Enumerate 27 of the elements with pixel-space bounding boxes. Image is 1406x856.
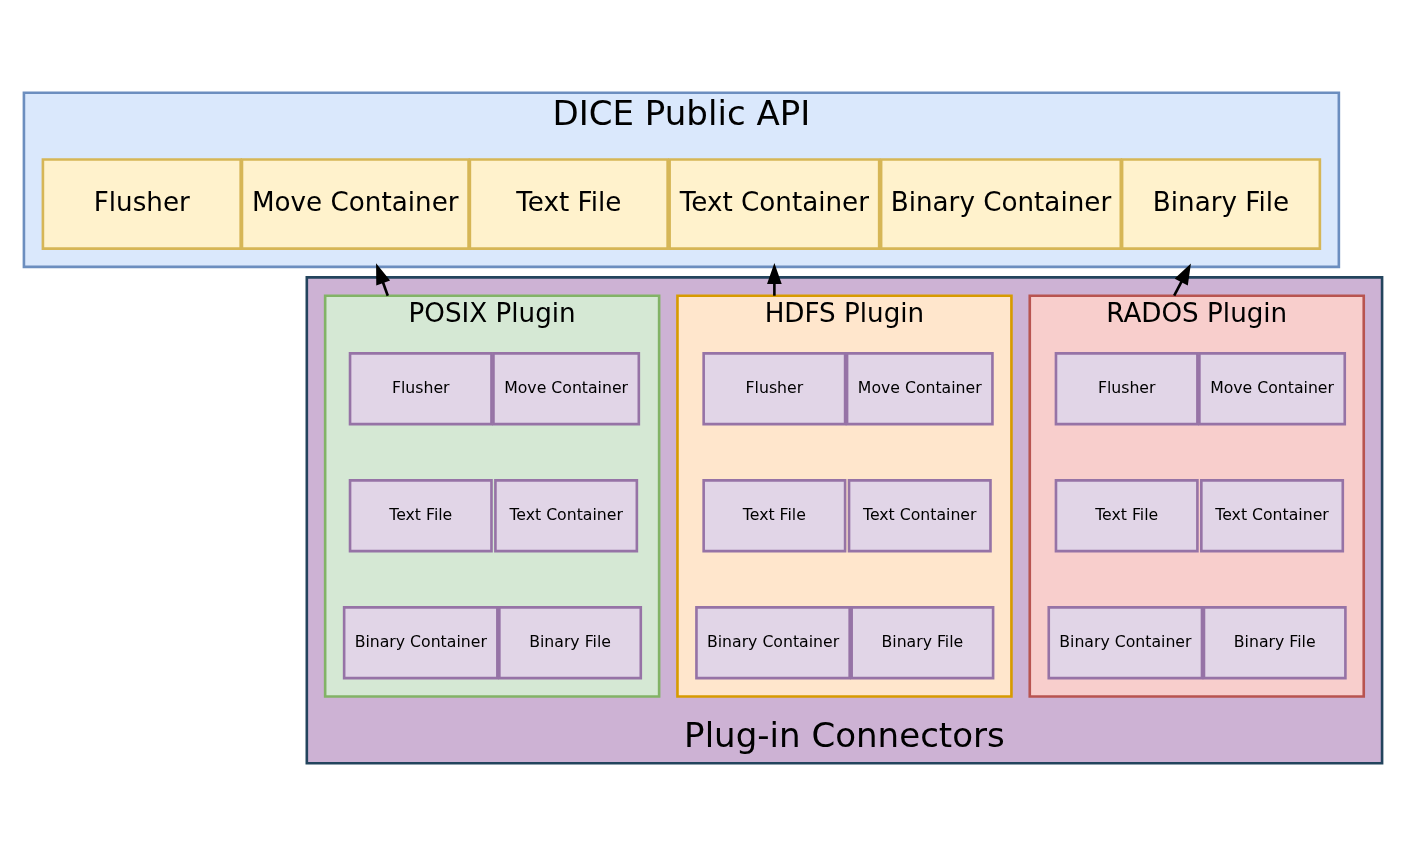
node-box: Binary Container xyxy=(1047,606,1204,680)
node-box: Flusher xyxy=(348,352,493,426)
node-box: Text Container xyxy=(1200,479,1345,553)
node-box: Binary Container xyxy=(695,606,851,680)
node-box: Text File xyxy=(468,158,669,250)
node-box: Flusher xyxy=(1054,352,1199,426)
node-box: Binary File xyxy=(498,606,643,680)
node-box: Text Container xyxy=(668,158,881,250)
node-box: Move Container xyxy=(1198,352,1347,426)
node-box: Binary File xyxy=(1202,606,1347,680)
node-box: Text Container xyxy=(847,479,992,553)
node-box: Text File xyxy=(702,479,847,553)
arrow xyxy=(376,263,391,297)
arrow xyxy=(1173,263,1191,297)
node-box: Flusher xyxy=(41,158,242,250)
node-box: Text File xyxy=(1054,479,1199,553)
node-box: Text Container xyxy=(494,479,639,553)
node-box: Binary Container xyxy=(879,158,1123,250)
node-box: Move Container xyxy=(240,158,470,250)
arrow xyxy=(767,262,782,296)
node-box: Text File xyxy=(348,479,493,553)
node-box: Binary File xyxy=(1120,158,1322,250)
node-box: Binary Container xyxy=(342,606,499,680)
node-box: Binary File xyxy=(850,606,995,680)
node-box: Move Container xyxy=(845,352,994,426)
node-box: Move Container xyxy=(492,352,641,426)
node-box: Flusher xyxy=(702,352,847,426)
